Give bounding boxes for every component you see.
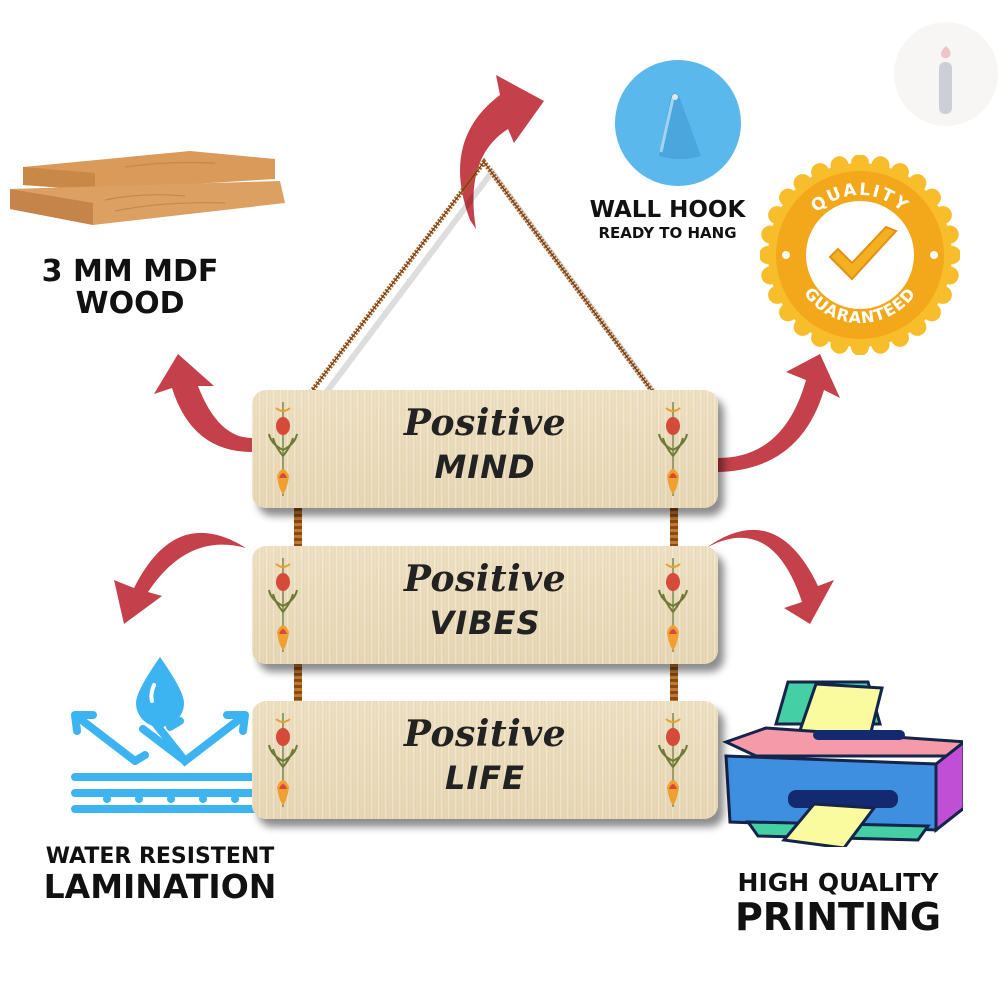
mdf-label: 3 MM MDF WOOD: [10, 256, 250, 319]
water-label-line2: LAMINATION: [43, 867, 277, 907]
arrow-to-printer: [706, 529, 834, 624]
printing-label-line2: PRINTING: [734, 895, 942, 940]
arrow-to-water: [114, 532, 246, 624]
info-logo-icon: [939, 46, 952, 114]
hook-label: WALL HOOK READY TO HANG: [575, 198, 760, 242]
connector-rope: [294, 655, 302, 711]
floral-motif-right: [658, 402, 688, 496]
sign-plank-1: Positive MIND: [252, 390, 718, 508]
connector-rope: [294, 496, 302, 552]
plank-subtitle: VIBES: [429, 604, 541, 642]
floral-motif-right: [658, 713, 688, 807]
sign-plank-2: Positive VIBES: [252, 546, 718, 664]
water-drop-icon: [71, 657, 265, 813]
hook-label-line1: WALL HOOK: [589, 197, 746, 223]
wall-hook-icon: [615, 60, 741, 186]
water-label: WATER RESISTENT LAMINATION: [20, 845, 300, 905]
floral-motif-left: [268, 558, 298, 652]
printing-label: HIGH QUALITY PRINTING: [718, 868, 958, 940]
mdf-label-line1: 3 MM MDF: [41, 254, 219, 289]
floral-motif-left: [268, 402, 298, 496]
hook-label-line2: READY TO HANG: [598, 224, 737, 243]
quality-badge-icon: QUALITY GUARANTEED: [760, 155, 960, 355]
watermark-logo: [894, 22, 998, 126]
plank-subtitle: LIFE: [444, 759, 525, 797]
arrow-to-mdf: [154, 354, 252, 452]
arrow-to-badge: [718, 354, 840, 472]
connector-rope: [670, 655, 678, 711]
connector-rope: [670, 496, 678, 552]
printer-icon: [722, 680, 963, 847]
plank-title: Positive: [403, 558, 567, 600]
floral-motif-left: [268, 713, 298, 807]
mdf-label-line2: WOOD: [75, 285, 185, 321]
plank-title: Positive: [403, 402, 567, 444]
arrow-to-hook: [460, 75, 544, 229]
plank-title: Positive: [403, 713, 567, 755]
printing-label-line1: HIGH QUALITY: [737, 868, 939, 897]
water-label-line1: WATER RESISTENT: [45, 844, 275, 869]
sign-plank-3: Positive LIFE: [252, 701, 718, 819]
wood-planks-icon: [10, 151, 285, 225]
floral-motif-right: [658, 558, 688, 652]
plank-subtitle: MIND: [434, 448, 536, 486]
